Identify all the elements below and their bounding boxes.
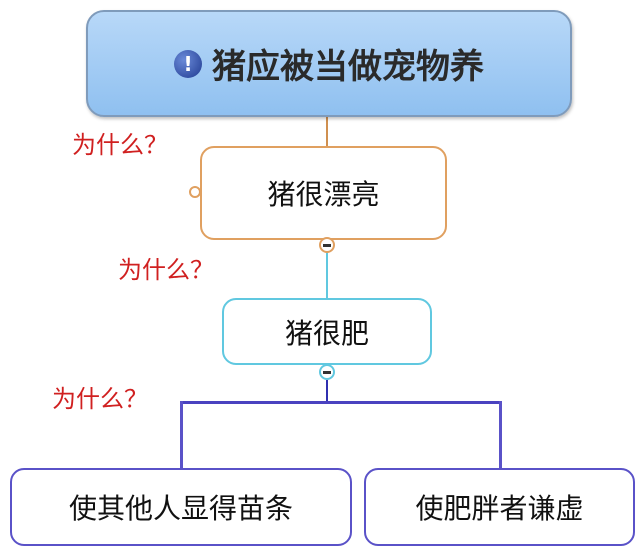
topic-others-slim[interactable]: 使其他人显得苗条 — [10, 468, 352, 546]
topic-pig-fat[interactable]: 猪很肥 — [222, 298, 432, 365]
connector-root-n1 — [326, 117, 328, 147]
connector-bus-n3 — [180, 401, 183, 469]
topic-label: 使其他人显得苗条 — [68, 492, 293, 525]
connector-bus-n4 — [499, 401, 502, 469]
root-topic-label: 猪应被当做宠物养 — [212, 47, 484, 87]
left-handle-icon[interactable] — [189, 186, 201, 198]
root-topic[interactable]: ! 猪应被当做宠物养 — [86, 10, 572, 117]
collapse-minus-icon[interactable] — [319, 364, 335, 380]
topic-label: 使肥胖者谦虚 — [415, 492, 584, 525]
topic-label: 猪很肥 — [284, 316, 369, 350]
connector-n1-n2 — [326, 252, 328, 299]
topic-fat-humble[interactable]: 使肥胖者谦虚 — [364, 468, 635, 546]
connector-bus — [181, 401, 501, 404]
why-annotation: 为什么？ — [118, 256, 214, 284]
topic-pig-pretty[interactable]: 猪很漂亮 — [200, 146, 447, 240]
why-annotation: 为什么？ — [52, 385, 148, 413]
collapse-minus-icon[interactable] — [319, 237, 335, 253]
topic-label: 猪很漂亮 — [267, 178, 380, 211]
connector-n2-bus — [326, 380, 328, 402]
why-annotation: 为什么？ — [72, 131, 168, 159]
info-exclamation-icon: ! — [174, 49, 202, 78]
